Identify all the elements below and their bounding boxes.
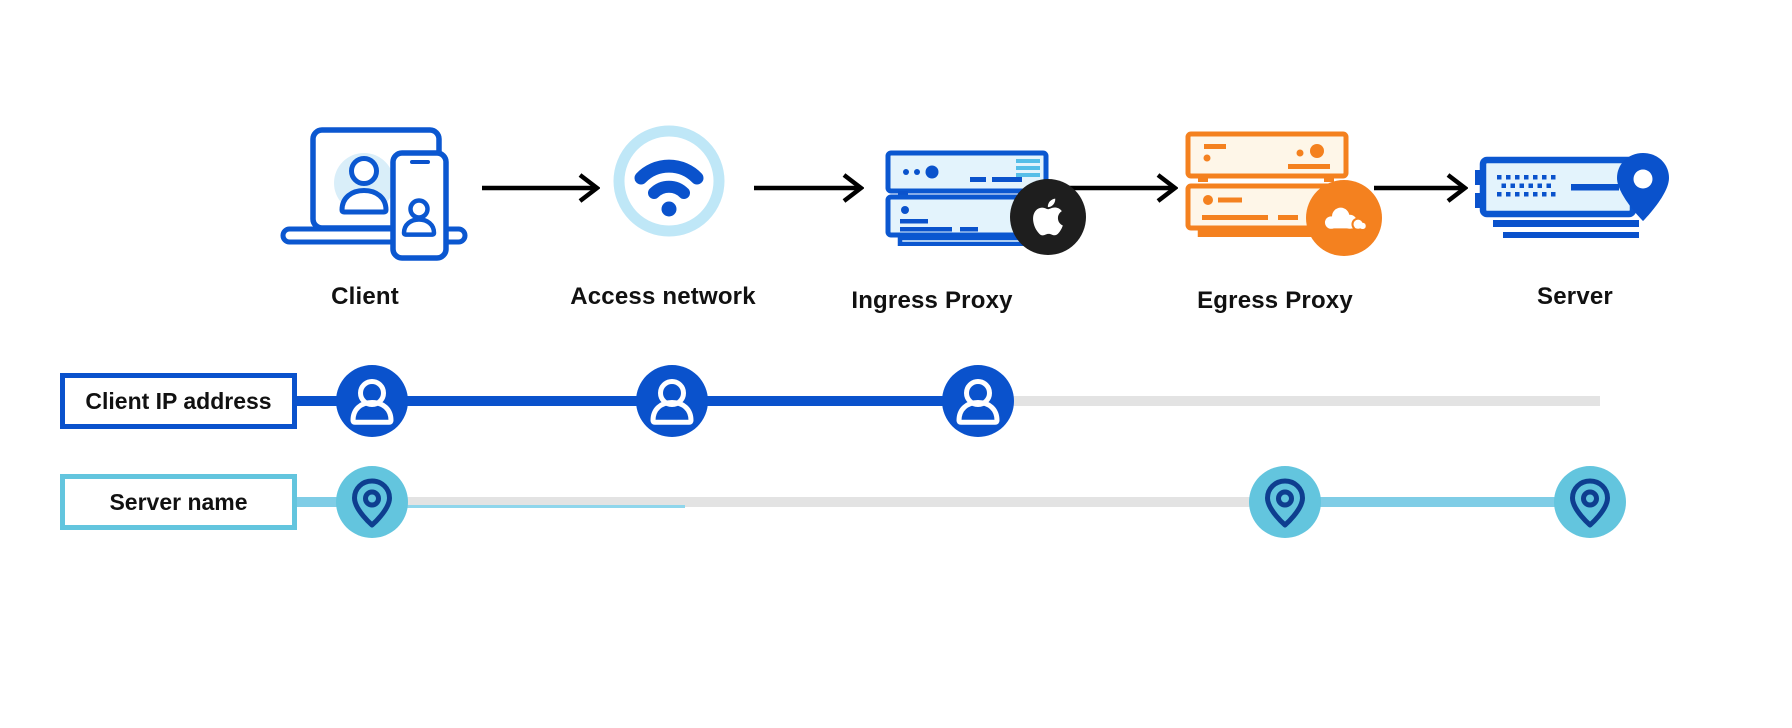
stage-label-client: Client: [331, 283, 399, 310]
pin-marker-egress-proxy: [1249, 466, 1321, 538]
stage-label-access-network: Access network: [570, 283, 756, 310]
track2-thin-cyan-line: [372, 505, 685, 508]
user-icon: [956, 379, 1000, 425]
pin-marker-client: [336, 466, 408, 538]
arrow-icon: [752, 171, 864, 205]
location-pin-solid-icon: [1617, 153, 1669, 221]
location-pin-icon: [1570, 478, 1610, 528]
track2-hidden-line: [377, 497, 1285, 507]
arrow-icon: [480, 171, 600, 205]
user-icon: [350, 379, 394, 425]
client-ip-address-box: Client IP address: [60, 373, 297, 429]
stage-label-ingress-proxy: Ingress Proxy: [851, 287, 1013, 314]
location-pin-icon: [352, 478, 392, 528]
server-name-label: Server name: [109, 488, 248, 515]
cloudflare-cloud-icon: [1324, 207, 1368, 232]
user-marker-client: [336, 365, 408, 437]
user-icon: [650, 379, 694, 425]
phone-icon: [390, 150, 449, 261]
pin-marker-server: [1554, 466, 1626, 538]
wifi-icon: [612, 124, 726, 238]
client-ip-address-label: Client IP address: [85, 387, 272, 414]
user-marker-access-network: [636, 365, 708, 437]
cloudflare-logo-badge: [1306, 180, 1382, 256]
user-marker-ingress-proxy: [942, 365, 1014, 437]
location-pin-icon: [1265, 478, 1305, 528]
client-devices-icon: [280, 126, 485, 266]
track2-visible-line: [1285, 497, 1590, 507]
server-name-box: Server name: [60, 474, 297, 530]
stage-label-egress-proxy: Egress Proxy: [1197, 287, 1353, 314]
apple-icon: [1033, 198, 1063, 236]
arrow-icon: [1066, 171, 1178, 205]
server-stack-blue-icon: [884, 150, 1056, 246]
stage-label-server: Server: [1537, 283, 1613, 310]
apple-logo-badge: [1010, 179, 1086, 255]
server-location-icon: [1475, 148, 1675, 243]
arrow-icon: [1372, 171, 1468, 205]
